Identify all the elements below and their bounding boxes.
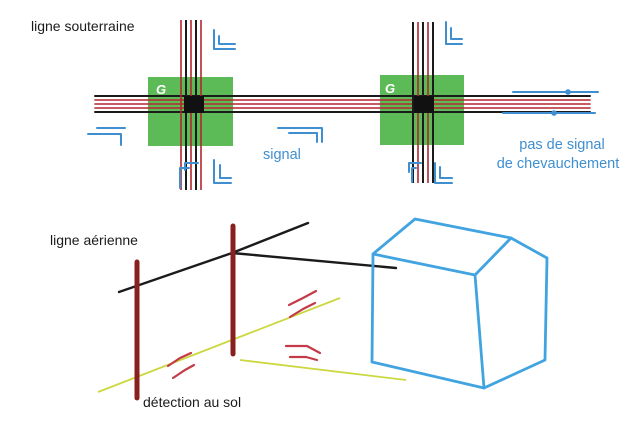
aerial-signal-chevrons bbox=[166, 289, 322, 380]
ground-detection-line-2 bbox=[239, 359, 407, 381]
junction-marker-1: G bbox=[156, 82, 166, 97]
house-icon bbox=[370, 217, 549, 390]
underground-line-label: ligne souterraine bbox=[31, 18, 135, 34]
aerial-line-label: ligne aérienne bbox=[50, 232, 138, 248]
ground-detection-label: détection au sol bbox=[143, 394, 242, 410]
overlap-label-line2: de chevauchement bbox=[496, 156, 620, 172]
underground-section: G G bbox=[87, 20, 599, 190]
overlap-label-line1: pas de signal bbox=[519, 137, 605, 153]
junction-box-1 bbox=[184, 96, 204, 113]
signal-chevrons bbox=[87, 21, 599, 189]
aerial-section bbox=[97, 217, 549, 401]
signal-label: signal bbox=[263, 147, 301, 163]
overhead-wire bbox=[117, 221, 398, 294]
junction-marker-2: G bbox=[385, 81, 395, 96]
junction-box-2 bbox=[414, 96, 434, 113]
